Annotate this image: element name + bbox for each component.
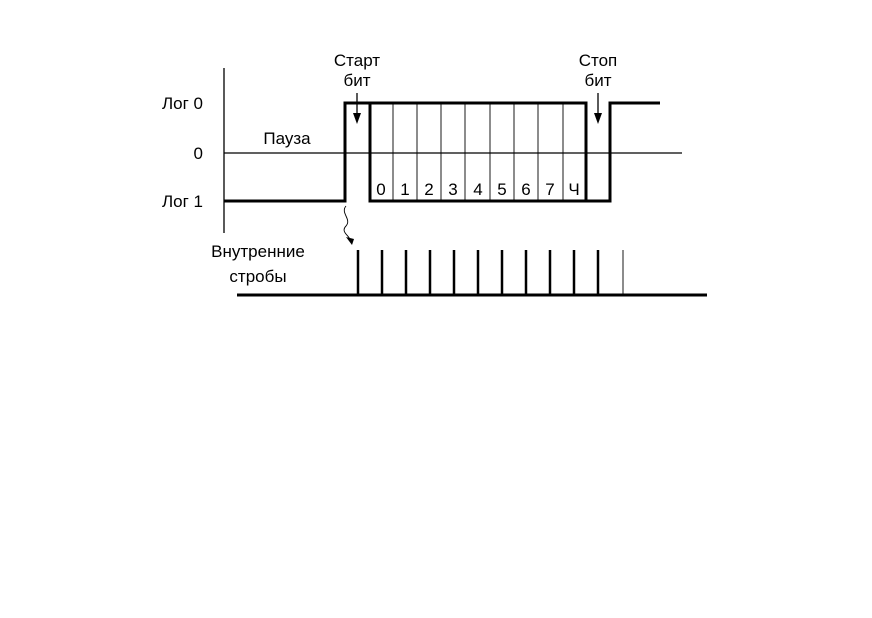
label-pause: Пауза [263,129,311,148]
label-zero: 0 [194,144,203,163]
bit-label-3: 3 [448,180,457,199]
bit-label-1: 1 [400,180,409,199]
bit-label-6: 6 [521,180,530,199]
bit-cell-dividers [392,104,564,200]
bit-label-7: 7 [545,180,554,199]
internal-strobes [356,250,600,295]
bit-label-5: 5 [497,180,506,199]
bit-label-0: 0 [376,180,385,199]
bit-label-4: 4 [473,180,482,199]
bit-label-2: 2 [424,180,433,199]
label-start-bit-line2: бит [343,71,370,90]
signal-waveform-stop [586,101,660,203]
label-stop-bit-line1: Стоп [579,51,618,70]
label-stop-bit-line2: бит [584,71,611,90]
label-start-bit-line1: Старт [334,51,380,70]
stop-bit-arrow [594,93,602,124]
label-strobes-line2: стробы [229,267,286,286]
bit-label-parity: Ч [568,180,579,199]
start-bit-arrow [353,93,361,124]
signal-waveform [224,101,588,203]
label-strobes-line1: Внутренние [211,242,305,261]
label-log1: Лог 1 [162,192,203,211]
start-edge-wavy-arrow [343,205,354,245]
label-log0: Лог 0 [162,94,203,113]
